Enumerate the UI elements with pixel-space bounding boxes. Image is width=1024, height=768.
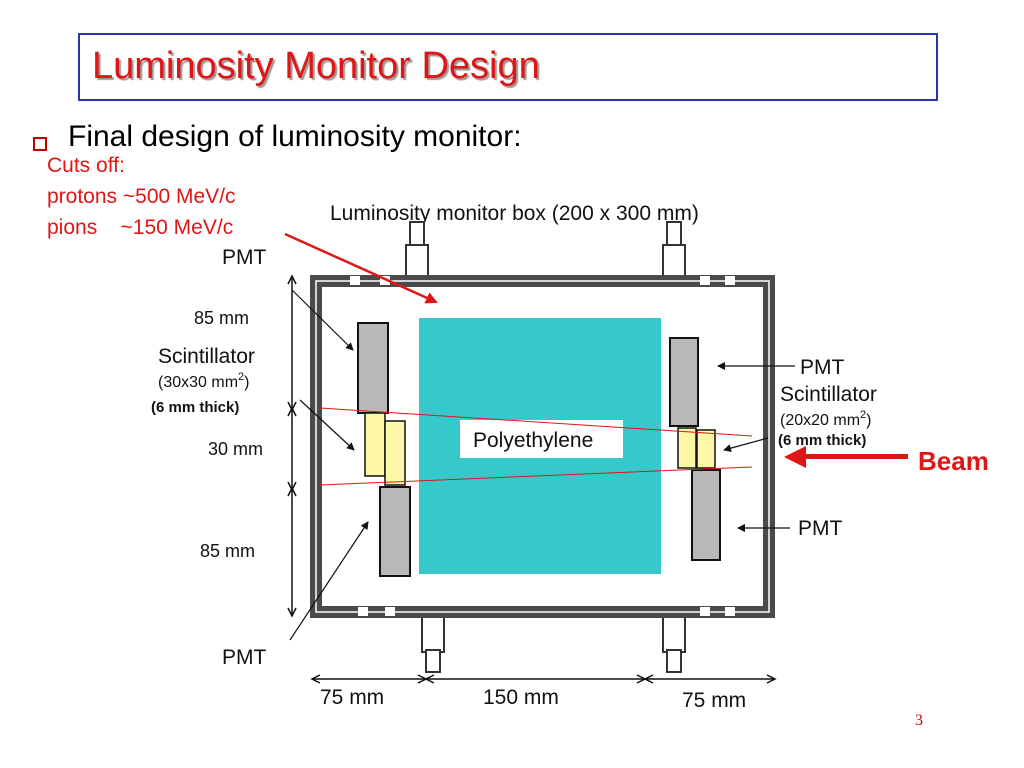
scintillator-right-thickness: (6 mm thick)	[778, 432, 866, 449]
left-bottom-pmt	[379, 486, 411, 577]
scintillator-left-label: Scintillator	[158, 345, 255, 368]
bottom-left-pmt-stem	[421, 611, 445, 673]
leader-scint-left	[299, 399, 355, 451]
cuts-off-pions: pions ~150 MeV/c	[47, 216, 234, 239]
top-right-pmt-stem	[662, 221, 686, 281]
polyethylene-label: Polyethylene	[473, 429, 593, 452]
left-scintillator-a	[364, 412, 386, 477]
leader-pmt-top-left	[291, 289, 354, 351]
left-scintillator-b	[384, 420, 406, 486]
left-vertical-dimension	[287, 274, 297, 618]
bottom-horizontal-dimension	[310, 674, 777, 684]
leader-scint-right	[723, 437, 769, 453]
scintillator-right-size: (20x20 mm2)	[780, 409, 871, 429]
right-bottom-pmt	[691, 469, 721, 561]
pmt-right-bottom-label: PMT	[798, 517, 843, 540]
right-scintillator-a	[677, 427, 697, 469]
cuts-off-arrow	[284, 232, 438, 304]
cuts-off-heading: Cuts off:	[47, 154, 125, 177]
slide-title: Luminosity Monitor Design	[92, 45, 540, 87]
pmt-top-left-label: PMT	[222, 246, 267, 269]
dim-150mm: 150 mm	[483, 686, 559, 709]
beam-arrow-icon	[784, 446, 908, 468]
acceptance-line-upper	[319, 407, 753, 437]
right-scintillator-b	[696, 429, 716, 469]
dim-85mm-top: 85 mm	[194, 308, 249, 328]
scintillator-left-size: (30x30 mm2)	[158, 371, 249, 391]
acceptance-line-lower	[319, 466, 753, 486]
dim-30mm: 30 mm	[208, 439, 263, 459]
dim-75mm-right: 75 mm	[682, 689, 746, 712]
box-title: Luminosity monitor box (200 x 300 mm)	[330, 202, 699, 225]
title-box: Luminosity Monitor Design	[78, 33, 938, 101]
left-top-pmt	[357, 322, 389, 414]
bullet-text: Final design of luminosity monitor:	[68, 120, 522, 153]
scintillator-right-label: Scintillator	[780, 383, 877, 406]
page-number: 3	[915, 712, 923, 729]
bullet-square-icon	[33, 137, 47, 151]
dim-75mm-left: 75 mm	[320, 686, 384, 709]
beam-label: Beam	[918, 446, 989, 476]
bottom-right-pmt-stem	[662, 611, 686, 673]
dim-85mm-bottom: 85 mm	[200, 541, 255, 561]
top-left-pmt-stem	[405, 221, 429, 281]
right-top-pmt	[669, 337, 699, 427]
cuts-off-protons: protons ~500 MeV/c	[47, 185, 236, 208]
scintillator-left-thickness: (6 mm thick)	[151, 399, 239, 416]
leader-pmt-bottom-left	[289, 521, 369, 641]
pmt-right-top-label: PMT	[800, 356, 845, 379]
pmt-bottom-left-label: PMT	[222, 646, 267, 669]
